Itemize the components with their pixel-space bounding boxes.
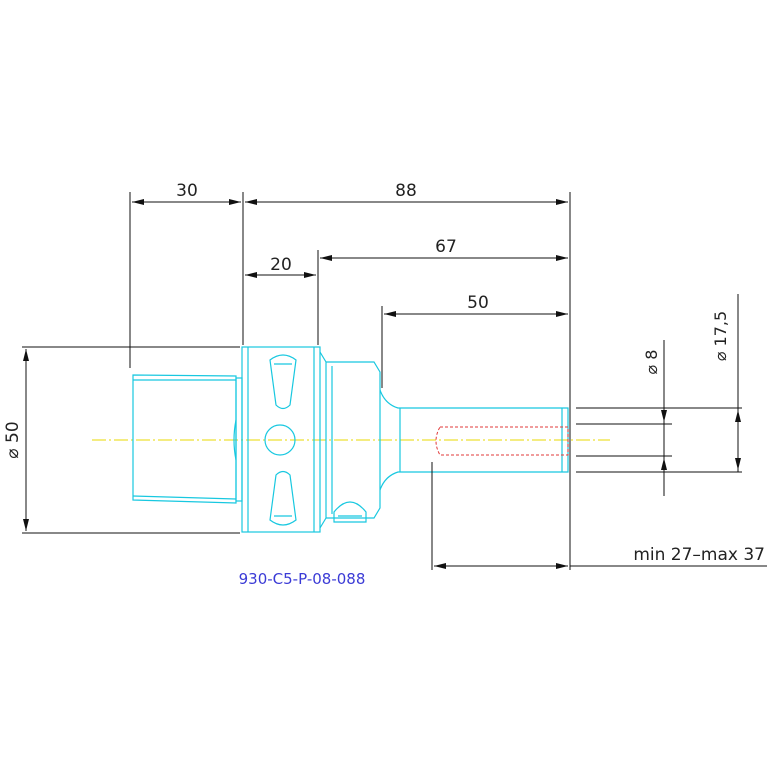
dim-min-max: min 27–max 37 xyxy=(633,545,765,565)
dim-67: 67 xyxy=(435,237,457,257)
dim-dia50: ⌀ 50 xyxy=(3,421,23,458)
dimension-lines xyxy=(23,199,741,569)
dim-20: 20 xyxy=(270,255,292,275)
dim-dia175: ⌀ 17,5 xyxy=(711,311,730,361)
dim-dia8: ⌀ 8 xyxy=(642,350,661,375)
dim-88: 88 xyxy=(395,181,417,201)
extension-lines xyxy=(22,192,767,570)
dim-50: 50 xyxy=(467,293,489,313)
part-number: 930-C5-P-08-088 xyxy=(239,570,366,588)
dim-30: 30 xyxy=(176,181,198,201)
hidden-bore xyxy=(435,426,569,456)
